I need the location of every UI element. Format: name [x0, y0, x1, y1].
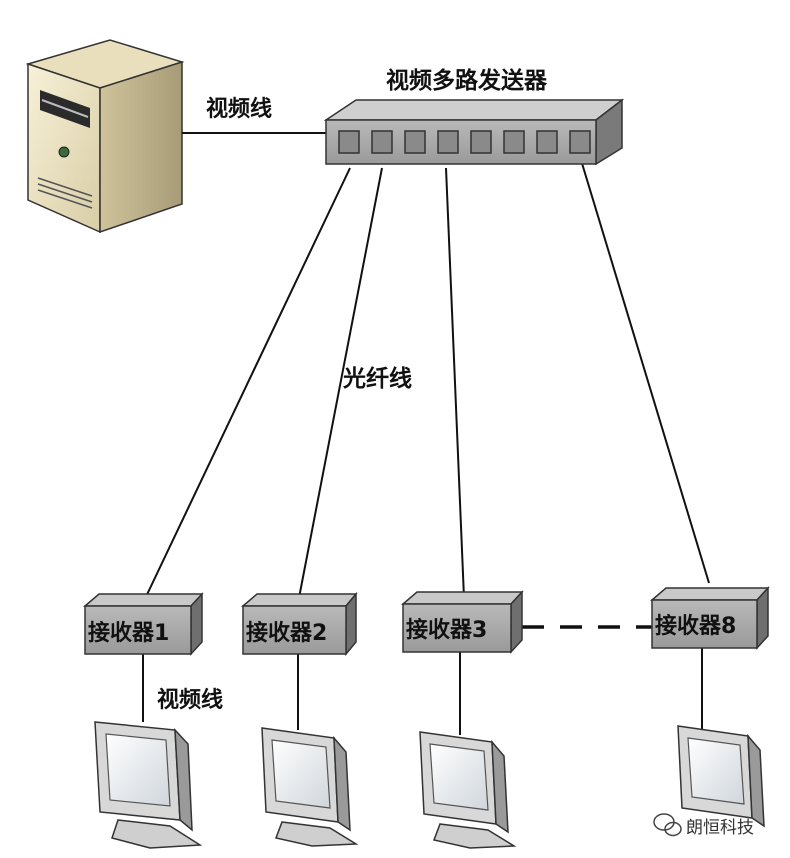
- receiver-8: 接收器8: [649, 586, 770, 650]
- fiber-cable-label: 光纤线: [342, 365, 412, 392]
- video-cable-label-bottom: 视频线: [157, 687, 223, 713]
- receiver-8-label: 接收器8: [655, 613, 736, 639]
- receiver-2: 接收器2: [240, 591, 358, 657]
- sender-label: 视频多路发送器: [386, 67, 548, 94]
- monitor-8-icon: [677, 725, 765, 828]
- receiver-3: 接收器3: [400, 590, 524, 654]
- receiver-2-label: 接收器2: [246, 620, 327, 646]
- video-cable-label-top: 视频线: [206, 96, 272, 122]
- monitor-2-icon: [261, 727, 359, 847]
- receiver-1: 接收器1: [82, 592, 204, 656]
- monitor-3-icon: [419, 731, 517, 849]
- monitor-1-icon: [94, 721, 203, 849]
- server-icon: [25, 39, 185, 234]
- receiver-1-label: 接收器1: [88, 620, 169, 646]
- fiber-line-2: [297, 167, 383, 604]
- receiver-3-label: 接收器3: [406, 617, 487, 643]
- video-sender-device: [323, 98, 625, 166]
- watermark-text: 朗恒科技: [686, 818, 754, 838]
- fiber-line-1: [142, 167, 351, 604]
- connections: [142, 132, 710, 735]
- fiber-line-8: [580, 159, 710, 584]
- fiber-line-3: [445, 167, 465, 599]
- wechat-icon: [653, 813, 682, 837]
- sender-ports: [338, 130, 591, 154]
- watermark: 朗恒科技: [653, 813, 754, 838]
